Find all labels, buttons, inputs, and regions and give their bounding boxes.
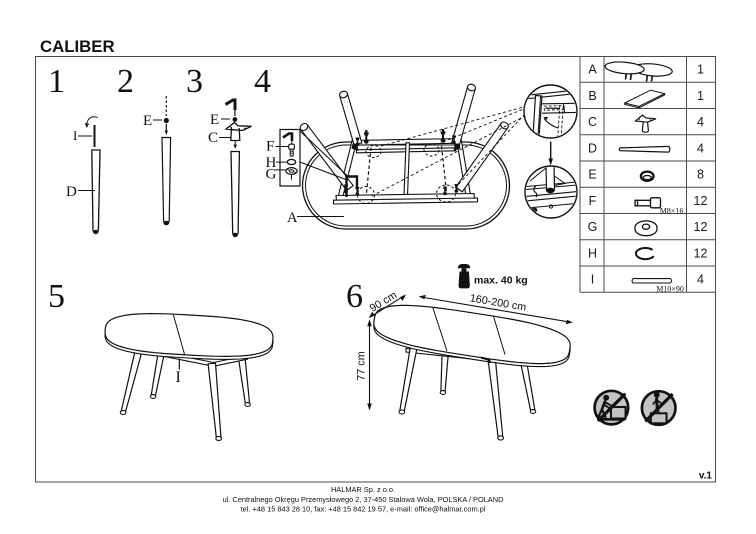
svg-text:12: 12 [694, 220, 708, 234]
svg-text:v.1: v.1 [699, 471, 713, 482]
svg-text:M8×16: M8×16 [660, 207, 684, 216]
svg-text:tel. +48 15 843 28 10, fax: +4: tel. +48 15 843 28 10, fax: +48 15 842 1… [241, 504, 486, 513]
svg-text:F: F [589, 194, 597, 208]
svg-text:I: I [591, 273, 594, 287]
svg-text:H: H [588, 246, 597, 260]
svg-text:1: 1 [697, 63, 704, 77]
svg-text:HALMAR Sp. z o.o.: HALMAR Sp. z o.o. [331, 485, 395, 494]
svg-text:G: G [588, 220, 598, 234]
svg-text:G: G [266, 167, 277, 183]
svg-text:M10×90: M10×90 [656, 285, 684, 294]
svg-text:4: 4 [697, 273, 704, 287]
svg-text:C: C [208, 130, 218, 146]
svg-text:4: 4 [697, 141, 704, 155]
svg-text:8: 8 [697, 168, 704, 182]
svg-text:E: E [588, 168, 596, 182]
svg-text:I: I [73, 128, 77, 143]
svg-text:A: A [588, 63, 597, 77]
svg-text:D: D [588, 141, 597, 155]
svg-text:12: 12 [694, 246, 708, 260]
svg-text:4: 4 [254, 63, 271, 100]
svg-text:4: 4 [697, 115, 704, 129]
svg-text:77 cm: 77 cm [356, 351, 368, 380]
svg-text:D: D [66, 184, 77, 200]
svg-text:5: 5 [48, 278, 65, 315]
svg-text:12: 12 [694, 194, 708, 208]
svg-text:1: 1 [697, 89, 704, 103]
svg-text:C: C [588, 115, 597, 129]
svg-text:max. 40 kg: max. 40 kg [474, 275, 528, 287]
svg-text:3: 3 [186, 63, 203, 100]
svg-text:ul. Centralnego Okręgu Przemys: ul. Centralnego Okręgu Przemysłowego 2, … [223, 495, 504, 504]
svg-text:E: E [143, 113, 152, 129]
svg-text:B: B [588, 89, 596, 103]
svg-text:1: 1 [48, 63, 65, 100]
svg-text:2: 2 [117, 63, 134, 100]
svg-text:F: F [266, 139, 274, 155]
svg-text:E: E [210, 112, 219, 128]
svg-text:H: H [266, 155, 277, 171]
svg-text:6: 6 [346, 278, 363, 315]
svg-text:A: A [287, 210, 298, 226]
svg-text:CALIBER: CALIBER [40, 37, 115, 56]
svg-text:I: I [176, 369, 181, 386]
